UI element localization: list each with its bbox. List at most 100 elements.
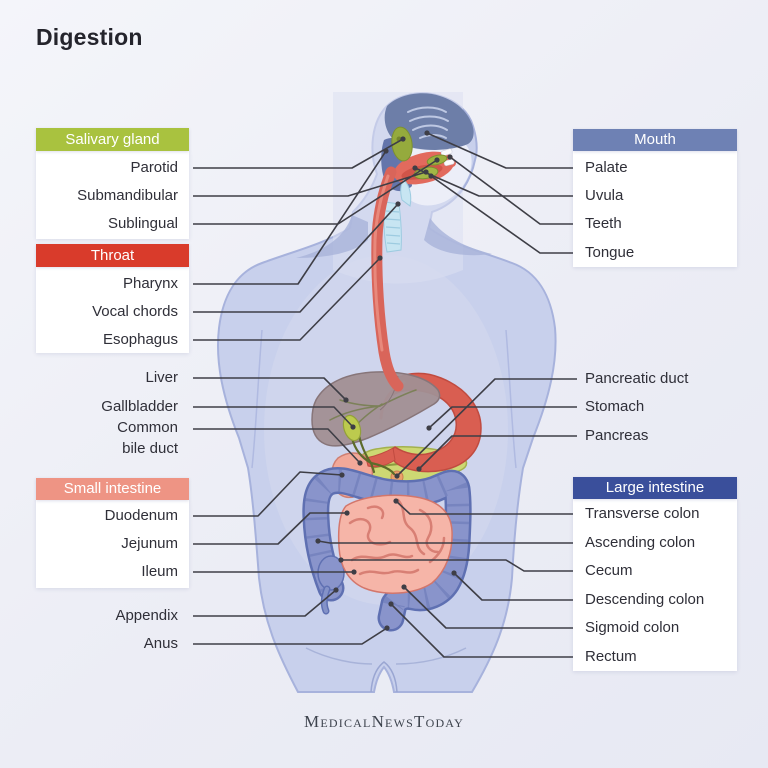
dot-descending-colon — [451, 570, 457, 576]
leader-cecum — [341, 559, 577, 572]
label-pharynx: Pharynx — [122, 275, 178, 292]
dot-tongue — [428, 173, 434, 179]
label-ascending-colon: Ascending colon — [585, 534, 696, 551]
left-trapezius-shade — [296, 215, 368, 258]
epiglottis — [400, 179, 412, 207]
leader-pancreatic-duct — [396, 378, 577, 477]
mouth-badge: Mouth — [573, 129, 737, 151]
dot-palate — [424, 130, 430, 136]
logo-part-news: News — [371, 712, 414, 731]
dot-ileum — [351, 569, 357, 575]
page-title: Digestion — [36, 24, 143, 50]
dot-esophagus — [377, 255, 383, 261]
dot-vocal-chords — [395, 201, 401, 207]
leader-common-bile-duct — [193, 428, 361, 464]
leader-uvula — [414, 167, 577, 197]
label-pancreas: Pancreas — [585, 427, 649, 444]
label-palate: Palate — [585, 159, 628, 176]
large-intestine-badge: Large intestine — [573, 477, 737, 499]
leader-sigmoid-colon — [403, 586, 577, 629]
arm-crease-left — [251, 329, 263, 469]
dot-uvula — [412, 165, 418, 171]
label-cecum: Cecum — [585, 562, 633, 579]
liver-veins — [329, 389, 417, 431]
dot-cecum — [338, 557, 344, 563]
leader-esophagus — [193, 257, 381, 341]
dot-pancreas — [416, 466, 422, 472]
label-liver: Liver — [145, 369, 178, 386]
upper-teeth — [440, 148, 453, 157]
leader-jejunum — [193, 512, 347, 545]
label-descending-colon: Descending colon — [585, 591, 705, 608]
large-intestine-organ — [304, 469, 470, 629]
leader-liver — [193, 377, 347, 401]
salivary-gland-box — [36, 151, 189, 239]
leader-pancreas — [418, 435, 577, 470]
throat-badge: Throat — [36, 244, 189, 267]
leader-dots — [315, 130, 457, 631]
groin-line — [370, 661, 398, 693]
leader-submandibular — [193, 171, 427, 197]
label-teeth: Teeth — [585, 215, 622, 232]
medical-news-today-logo: MedicalNewsToday — [0, 712, 768, 732]
hip-crease-left — [305, 647, 373, 665]
dot-ascending-colon — [315, 538, 321, 544]
dot-jejunum — [344, 510, 350, 516]
leader-anus — [193, 627, 388, 645]
leader-gallbladder — [193, 406, 354, 428]
leader-stomach — [428, 406, 577, 429]
leader-duodenum — [193, 471, 343, 517]
label-uvula: Uvula — [585, 187, 624, 204]
dot-anus — [384, 625, 390, 631]
dot-pancreatic-duct — [394, 473, 400, 479]
label-rectum: Rectum — [585, 648, 637, 665]
leader-appendix — [193, 589, 337, 617]
label-ileum: Ileum — [141, 563, 178, 580]
leader-rectum — [390, 603, 577, 658]
dot-liver — [343, 397, 349, 403]
small-intestine-organ — [337, 494, 453, 594]
label-transverse-colon: Transverse colon — [585, 505, 700, 522]
label-submandibular: Submandibular — [77, 187, 178, 204]
leader-tongue — [430, 175, 577, 254]
dot-sublingual — [434, 157, 440, 163]
leader-pharynx — [193, 150, 387, 285]
logo-part-today: Today — [413, 712, 464, 731]
label-parotid: Parotid — [130, 159, 178, 176]
brain-folds — [407, 106, 449, 139]
dot-common-bile-duct — [357, 460, 363, 466]
dot-submandibular — [423, 169, 429, 175]
leader-teeth — [449, 156, 577, 225]
dot-rectum — [388, 601, 394, 607]
label-pancreatic-duct: Pancreatic duct — [585, 370, 689, 387]
small-intestine-badge: Small intestine — [36, 478, 189, 500]
mouth-box — [573, 151, 737, 267]
label-jejunum: Jejunum — [121, 535, 178, 552]
label-common-bile-duct: Common bile duct — [117, 419, 178, 457]
dot-gallbladder — [350, 424, 356, 430]
leader-lines — [193, 132, 577, 658]
leader-vocal-chords — [193, 203, 399, 313]
pylorus — [365, 447, 396, 468]
label-sublingual: Sublingual — [107, 215, 178, 232]
dot-sigmoid-colon — [401, 584, 407, 590]
arm-crease-right — [505, 329, 517, 469]
label-vocal-chords: Vocal chords — [92, 303, 178, 320]
label-tongue: Tongue — [585, 244, 635, 261]
dot-teeth — [447, 154, 453, 160]
cecum-organ — [317, 555, 345, 591]
label-appendix: Appendix — [115, 607, 178, 624]
leader-palate — [426, 132, 577, 169]
right-trapezius-shade — [424, 218, 492, 256]
dot-parotid — [400, 136, 406, 142]
label-stomach: Stomach — [585, 398, 645, 415]
dot-stomach — [426, 425, 432, 431]
salivary-gland-badge: Salivary gland — [36, 128, 189, 151]
dot-appendix — [333, 587, 339, 593]
label-gallbladder: Gallbladder — [101, 398, 178, 415]
trachea-rings — [385, 210, 401, 245]
label-anus: Anus — [143, 635, 178, 652]
leader-ascending-colon — [317, 540, 577, 544]
